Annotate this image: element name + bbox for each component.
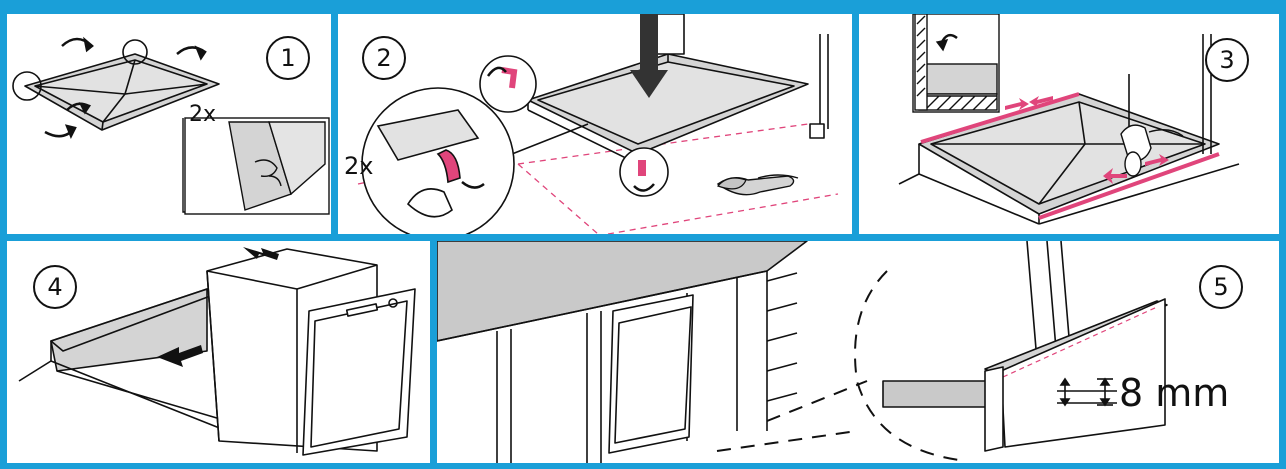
count-label: 2x (344, 152, 373, 180)
panel-step-4: 4 (7, 241, 430, 463)
magnified-detail (883, 241, 1167, 451)
panel-step-1: 2x 1 (7, 14, 331, 234)
wall-detail-inset (913, 14, 999, 112)
step-number-badge: 2 (362, 36, 406, 80)
step-number-badge: 1 (266, 36, 310, 80)
detail-circle-top (480, 56, 536, 112)
step-number-badge: 5 (1199, 265, 1243, 309)
count-label: 2x (189, 102, 216, 127)
countertop-gap-illustration (437, 241, 1279, 463)
gap-measurement-label: 8 mm (1119, 371, 1229, 415)
detail-circle-bottom (620, 148, 668, 196)
detail-circle-large (362, 88, 514, 234)
panel-step-3: 3 (859, 14, 1279, 234)
panel-step-5: 8 mm 5 (437, 241, 1279, 463)
dashed-leader (717, 271, 967, 461)
panel-step-2: 2x 2 (338, 14, 852, 234)
step-number-badge: 4 (33, 265, 77, 309)
tape-application-illustration (338, 14, 852, 234)
detail-inset (183, 118, 329, 214)
step-number-badge: 3 (1205, 38, 1249, 82)
